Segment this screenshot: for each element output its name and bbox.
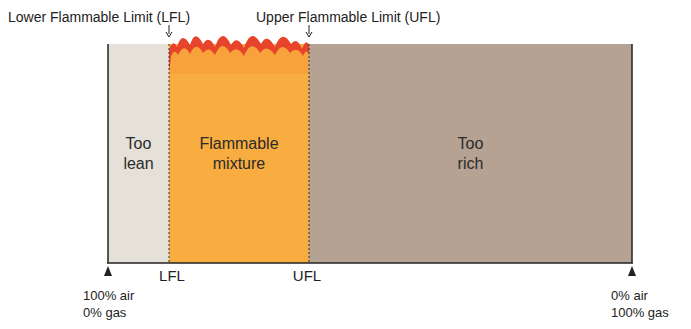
axis-label: UFL [287,266,327,285]
band-label: Flammable mixture [199,134,278,174]
axis-end-label: 0% air 100% gas [611,287,677,321]
ufl-pointer-head [306,32,312,37]
flame-inner [169,46,309,74]
lean-band: Too lean [108,44,169,263]
bottom-axis [107,262,633,264]
axis-end-label: 100% air 0% gas [83,287,149,321]
limit-callout: Upper Flammable Limit (UFL) [256,8,440,26]
axis-label: LFL [152,266,192,285]
rich-band: Too rich [309,44,632,263]
band-label: Too rich [458,134,484,174]
left-border [107,44,109,263]
limit-callout: Lower Flammable Limit (LFL) [8,8,190,26]
left-end-marker [104,266,112,276]
right-border [631,44,633,263]
flammable-band: Flammable mixture [169,44,309,263]
lfl-pointer-head [166,32,172,37]
right-end-marker [628,266,636,276]
band-label: Too lean [123,134,153,174]
ufl-pointer [309,25,310,34]
lfl-pointer [169,25,170,34]
